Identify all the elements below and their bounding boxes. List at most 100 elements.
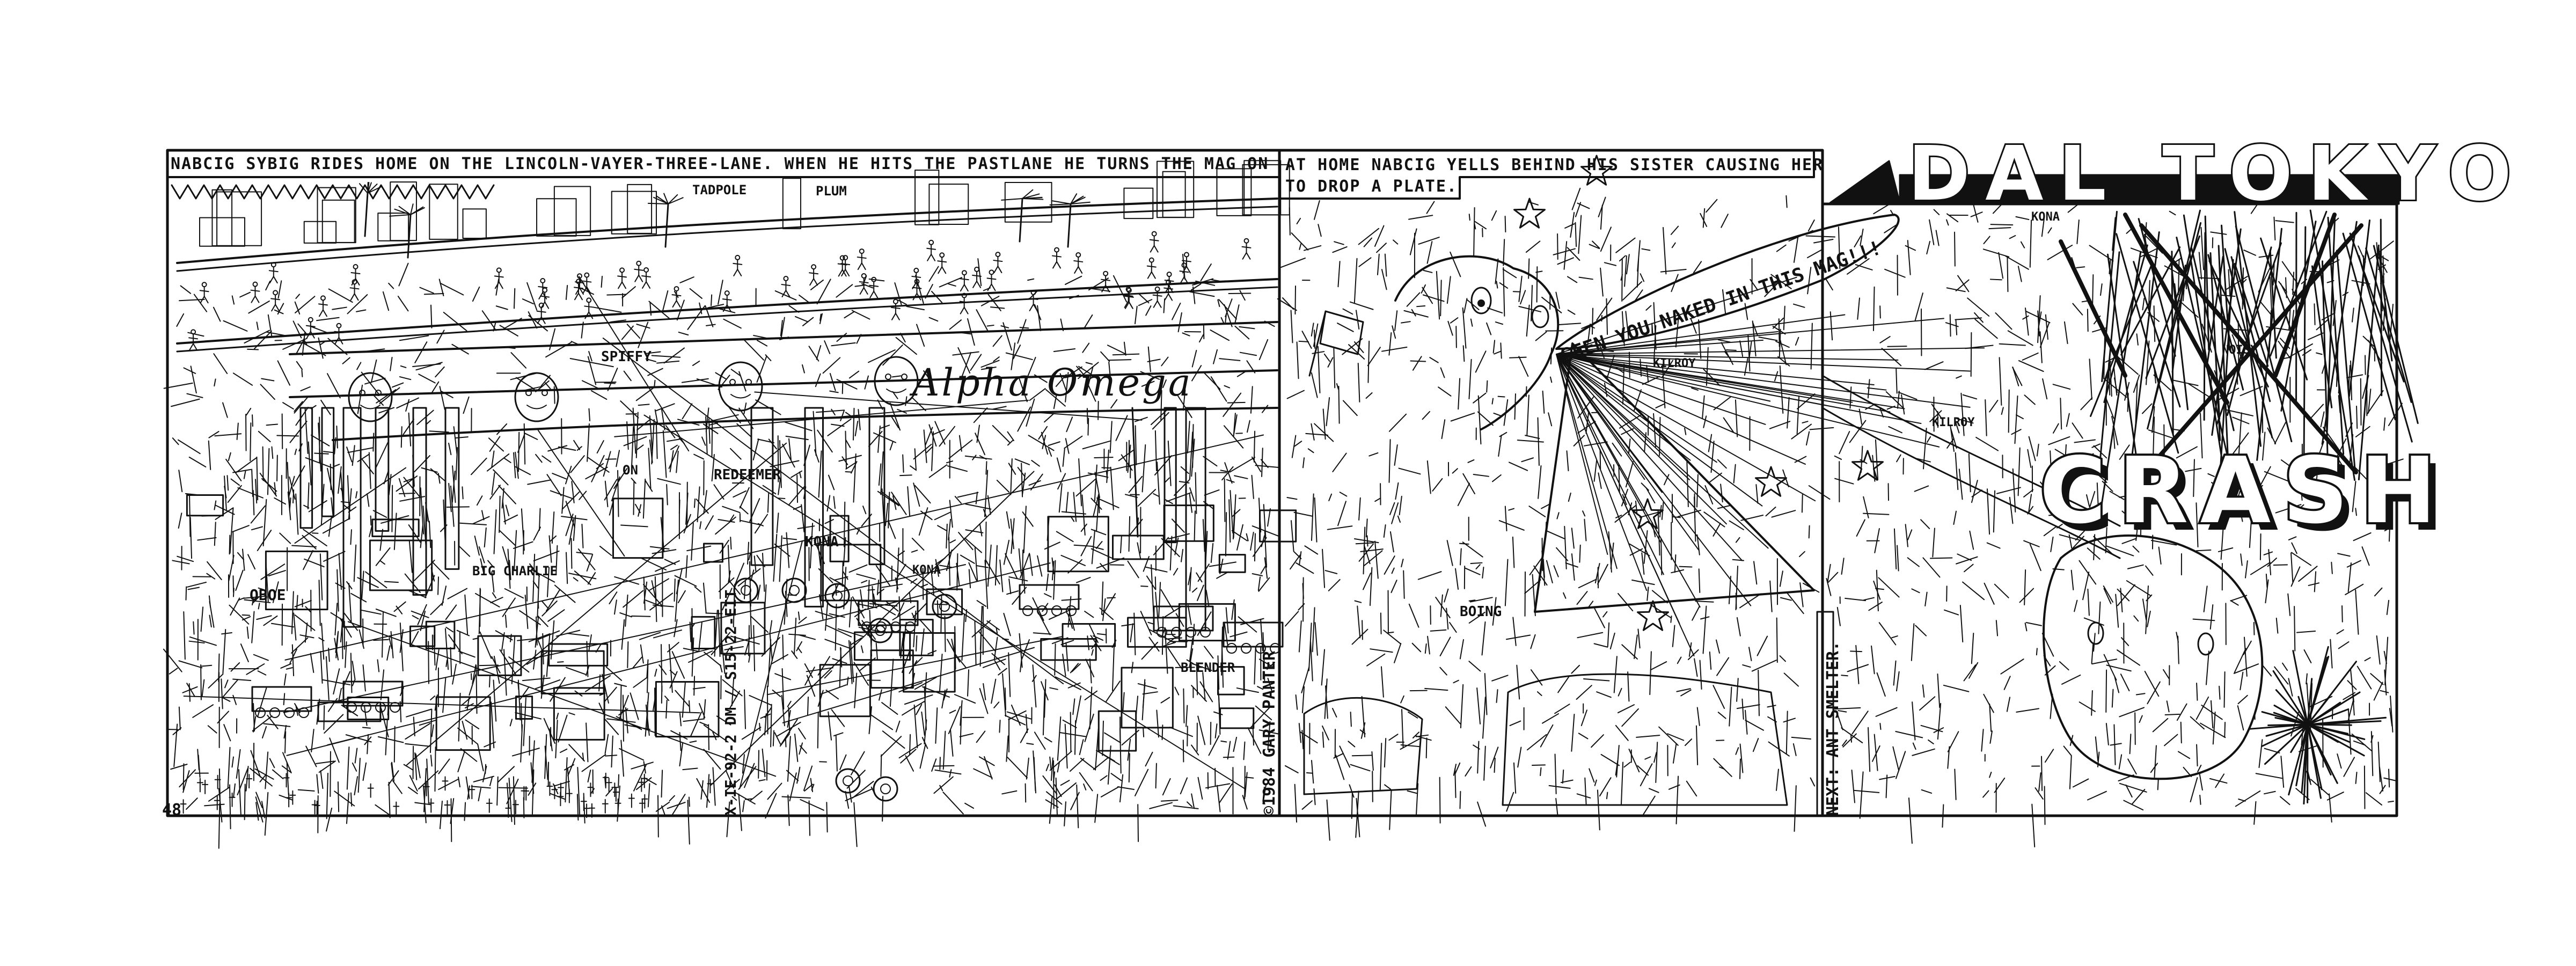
hatch-stroke: [2091, 642, 2094, 664]
stick-figure: [542, 291, 547, 299]
hatch-stroke: [1140, 371, 1160, 380]
hatch-stroke: [1379, 743, 1382, 791]
hatch-stroke: [888, 492, 890, 529]
hatch-stroke: [186, 683, 195, 697]
hatch-stroke: [794, 733, 799, 763]
hatch-stroke: [1426, 460, 1431, 494]
hatch-stroke: [485, 764, 487, 774]
hatch-stroke: [979, 523, 983, 537]
hatch-stroke: [253, 716, 257, 733]
hatch-stroke: [2174, 257, 2182, 263]
hatch-stroke: [1521, 457, 1534, 463]
hatch-stroke: [2274, 422, 2286, 444]
stick-figure: [857, 262, 862, 270]
hatch-stroke: [2386, 599, 2390, 616]
palm-frond: [1001, 198, 1023, 201]
hatch-stroke: [398, 262, 409, 287]
hatch-stroke: [2129, 734, 2132, 755]
hatch-stroke: [1011, 518, 1015, 554]
vehicle-wheel: [1226, 643, 1237, 654]
hatch-stroke: [636, 444, 644, 450]
hatch-stroke: [1069, 611, 1075, 631]
hatch-stroke: [773, 533, 778, 582]
hatch-stroke: [2306, 771, 2312, 785]
face-eye: [885, 374, 891, 380]
hatch-stroke: [1876, 569, 1879, 612]
palm-frond: [663, 193, 669, 204]
hatch-stroke: [1578, 733, 1589, 740]
stick-figure: [588, 311, 594, 319]
crash-stroke: [2170, 265, 2189, 411]
burst-stroke: [2275, 689, 2309, 726]
hatch-stroke: [1780, 597, 1792, 601]
hatch-stroke: [1304, 545, 1319, 555]
hatch-stroke: [850, 751, 865, 775]
hatch-stroke: [2079, 701, 2096, 712]
hatch-stroke: [1829, 311, 1833, 341]
hatch-stroke: [1204, 646, 1214, 659]
hatch-stroke: [1896, 454, 1901, 463]
hatch-stroke: [831, 408, 836, 416]
hatch-stroke: [568, 712, 575, 715]
hatch-stroke: [636, 324, 650, 329]
hatch-stroke: [478, 546, 485, 564]
hatch-stroke: [827, 418, 852, 436]
stick-figure-head: [735, 254, 741, 260]
hatch-stroke: [986, 620, 1000, 631]
hatch-stroke: [1783, 718, 1796, 723]
hatch-stroke: [1258, 577, 1270, 592]
hatch-stroke: [491, 450, 495, 468]
hatch-stroke: [1311, 372, 1318, 398]
hatch-stroke: [1064, 723, 1068, 769]
hatch-stroke: [289, 476, 296, 500]
hatch-stroke: [1708, 434, 1713, 452]
hatch-stroke: [247, 554, 256, 570]
stick-figure: [737, 268, 742, 276]
hatch-stroke: [764, 713, 767, 736]
hatch-stroke: [573, 440, 581, 450]
hatch-stroke: [2079, 560, 2097, 585]
hatch-stroke: [726, 801, 730, 838]
label-spiffy: SPIFFY: [601, 349, 652, 365]
hatch-stroke: [875, 642, 878, 660]
hatch-stroke: [1332, 452, 1347, 472]
hatch-stroke: [1914, 485, 1929, 492]
city-block: [1259, 509, 1297, 543]
hatch-stroke: [1221, 626, 1223, 676]
hatch-stroke: [2103, 588, 2112, 604]
scratch-line: [1556, 354, 1763, 507]
hatch-stroke: [1702, 208, 1706, 228]
hatch-stroke: [335, 631, 339, 658]
hatch-stroke: [1907, 557, 1920, 567]
hatch-stroke: [1860, 228, 1864, 246]
hatch-stroke: [1888, 426, 1902, 434]
hatch-stroke: [2014, 395, 2018, 444]
hatch-stroke: [1986, 488, 1990, 535]
hatch-stroke: [1203, 456, 1218, 467]
hatch-stroke: [258, 587, 265, 590]
hatch-stroke: [262, 446, 264, 481]
hatch-stroke: [2250, 561, 2271, 575]
hatch-stroke: [1469, 597, 1493, 603]
hatch-stroke: [1717, 339, 1731, 343]
stick-figure: [1182, 266, 1187, 274]
hatch-stroke: [911, 672, 916, 689]
hatch-stroke: [426, 420, 431, 425]
stick-figure-head: [939, 252, 945, 258]
hatch-stroke: [528, 311, 538, 329]
hatch-stroke: [1066, 416, 1073, 433]
hatch-stroke: [2320, 411, 2325, 428]
hatch-stroke: [213, 306, 221, 322]
hatch-stroke: [867, 580, 870, 610]
hatch-stroke: [1239, 352, 1257, 356]
hatch-stroke: [261, 801, 266, 818]
hatch-stroke: [1257, 576, 1261, 591]
hatch-stroke: [1615, 367, 1624, 373]
hatch-stroke: [1849, 386, 1852, 409]
hatch-stroke: [797, 647, 802, 654]
hatch-stroke: [765, 354, 772, 362]
sister-pupil: [1477, 299, 1485, 307]
hatch-stroke: [1592, 240, 1600, 249]
hatch-stroke: [768, 438, 777, 450]
hatch-stroke: [1182, 253, 1185, 280]
